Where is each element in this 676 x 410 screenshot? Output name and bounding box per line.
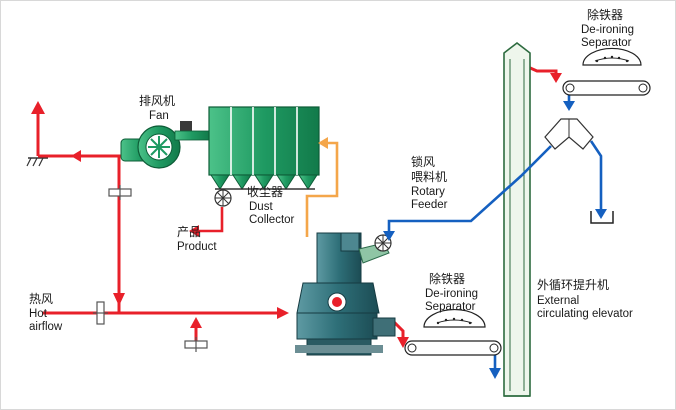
deiron-top-label-en2: Separator: [581, 37, 632, 49]
product-bin: [590, 211, 614, 224]
hot-airflow-label-en1: Hot: [29, 308, 47, 320]
dust-return-line: [305, 137, 339, 237]
fan-label-cn: 排风机: [139, 94, 176, 108]
rotary-feeder-label-cn1: 锁风: [411, 155, 436, 169]
hot-airflow-label-en2: airflow: [29, 321, 63, 333]
fan-label-en: Fan: [149, 110, 169, 122]
damper-hot-air: [93, 301, 108, 325]
product-label-cn: 产品: [177, 225, 202, 239]
deiron-top-label-cn: 除铁器: [587, 8, 624, 22]
gas-arrows: [71, 73, 562, 348]
rotary-feeder: [358, 234, 392, 264]
deiron-middle-label-cn: 除铁器: [429, 272, 466, 286]
material-arrows: [383, 101, 607, 379]
rotary-feeder-label-en1: Rotary: [411, 186, 445, 198]
deiron-separator-middle: [404, 309, 502, 356]
dust-collector-label-en1: Dust: [249, 201, 273, 213]
elevator-label-en2: circulating elevator: [537, 308, 633, 320]
deiron-middle-label-en2: Separator: [425, 301, 476, 313]
rotary-feeder-label-en2: Feeder: [411, 199, 448, 211]
external-elevator: [503, 41, 531, 397]
elevator-label-en1: External: [537, 295, 580, 307]
dust-collector-label-cn: 收尘器: [247, 185, 284, 199]
fan: [120, 121, 210, 169]
damper-upper: [108, 185, 132, 200]
deiron-top-label-en1: De-ironing: [581, 24, 635, 36]
dust-collector-label-en2: Collector: [249, 214, 295, 226]
three-way-chute: [544, 118, 594, 150]
rotary-feeder-label-cn2: 喂料机: [411, 170, 448, 184]
vertical-mill: [295, 232, 396, 356]
hot-airflow-label-cn: 热风: [29, 292, 54, 306]
elevator-label-cn: 外循环提升机: [537, 278, 610, 292]
product-label-en: Product: [177, 241, 217, 253]
deiron-middle-label-en1: De-ironing: [425, 288, 479, 300]
material-flow-lines: [387, 95, 603, 373]
deiron-separator-top: [562, 47, 651, 96]
exhaust-vent: [26, 101, 48, 167]
damper-lower: [184, 337, 208, 352]
product-line: [189, 207, 224, 237]
dust-collector: [208, 106, 320, 207]
